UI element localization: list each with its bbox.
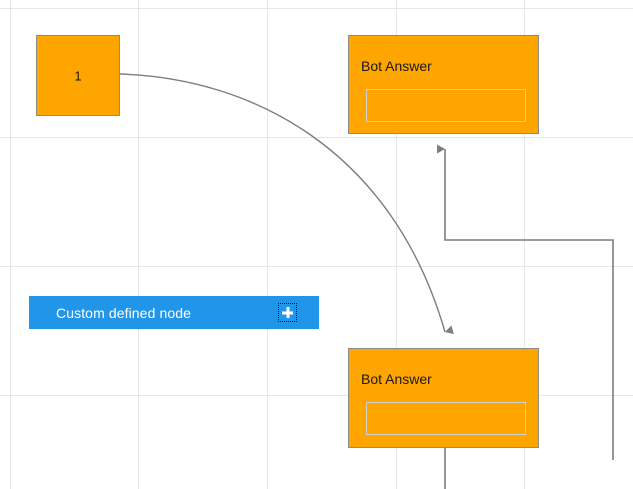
custom-defined-node-bar[interactable]: Custom defined node [29, 296, 319, 329]
node-bot-answer-top[interactable]: Bot Answer [348, 35, 539, 134]
node-1-label: 1 [74, 68, 82, 83]
node-1[interactable]: 1 [36, 35, 120, 116]
plus-icon[interactable] [278, 303, 297, 322]
node-bot-answer-bottom-title: Bot Answer [361, 371, 432, 387]
node-bot-answer-bottom[interactable]: Bot Answer [348, 348, 539, 448]
edge-elbow-to-bot-answer-top[interactable] [437, 144, 614, 460]
node-bot-answer-top-title: Bot Answer [361, 58, 432, 74]
edge-curve-1-to-bot-answer-bottom[interactable] [119, 73, 454, 335]
node-bot-answer-bottom-slot[interactable] [366, 402, 526, 435]
node-bot-answer-top-slot[interactable] [366, 89, 526, 122]
custom-defined-node-label: Custom defined node [56, 304, 191, 321]
